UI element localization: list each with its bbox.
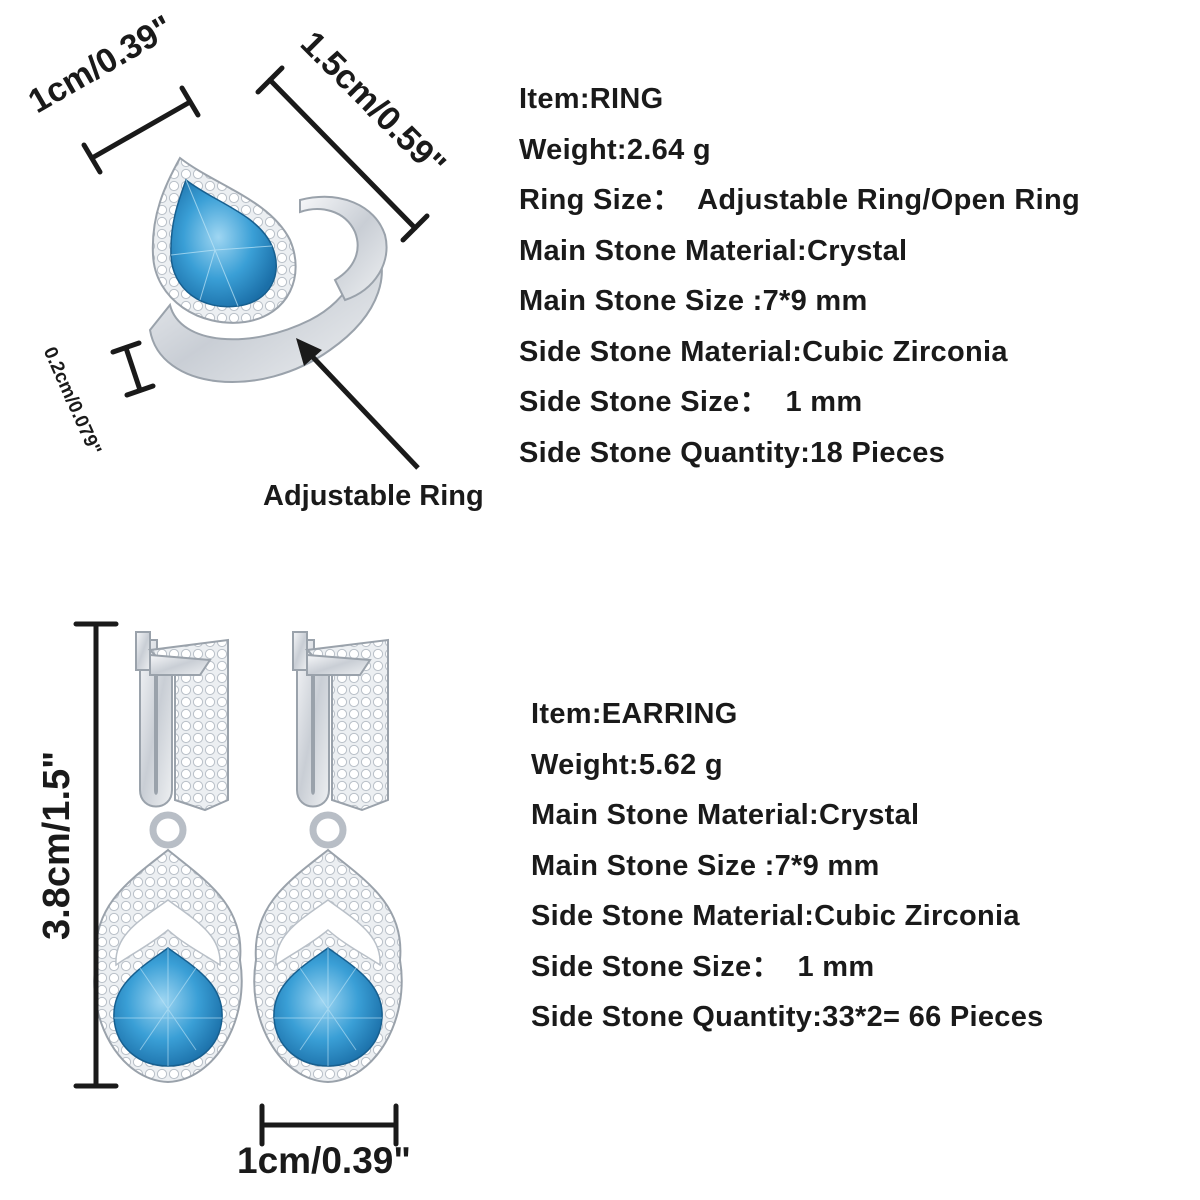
ring-spec-side-quantity: Side Stone Quantity:18 Pieces <box>519 436 946 469</box>
earring-spec-side-quantity: Side Stone Quantity:33*2= 66 Pieces <box>531 1001 1044 1033</box>
earring-spec-main-size: Main Stone Size :7*9 mm <box>531 849 880 882</box>
earring-height-dimension <box>73 621 119 1089</box>
ring-spec-main-size: Main Stone Size :7*9 mm <box>519 285 868 317</box>
earring-right-image <box>253 631 403 1084</box>
ring-spec-item: Item:RING <box>519 83 664 115</box>
earring-spec-list: Item:EARRING Weight:5.62 g Main Stone Ma… <box>531 689 1044 1043</box>
earring-left-image <box>93 631 243 1084</box>
earring-spec-main-material: Main Stone Material:Crystal <box>531 799 920 831</box>
adjustable-ring-arrow <box>296 338 420 470</box>
earring-height-label: 3.8cm/1.5" <box>36 750 78 940</box>
ring-spec-side-material: Side Stone Material:Cubic Zirconia <box>519 335 1008 368</box>
ring-image <box>148 156 388 384</box>
ring-spec-main-material: Main Stone Material:Crystal <box>519 234 908 267</box>
earring-spec-item: Item:EARRING <box>531 698 738 730</box>
ring-length-dimension <box>255 65 430 243</box>
earring-spec-side-material: Side Stone Material:Cubic Zirconia <box>531 900 1020 932</box>
ring-band-dimension <box>110 340 156 398</box>
ring-spec-weight: Weight:2.64 g <box>519 133 711 166</box>
ring-spec-list: Item:RING Weight:2.64 g Ring Size： Adjus… <box>519 74 1080 478</box>
earring-width-label: 1cm/0.39" <box>237 1140 411 1181</box>
ring-spec-side-size: Side Stone Size： 1 mm <box>519 386 863 418</box>
ring-width-dimension <box>81 85 201 175</box>
earring-width-dimension <box>259 1103 399 1147</box>
adjustable-ring-label: Adjustable Ring <box>263 480 484 512</box>
earring-spec-side-size: Side Stone Size： 1 mm <box>531 950 875 983</box>
earring-spec-weight: Weight:5.62 g <box>531 748 723 781</box>
ring-spec-size: Ring Size： Adjustable Ring/Open Ring <box>519 184 1081 216</box>
